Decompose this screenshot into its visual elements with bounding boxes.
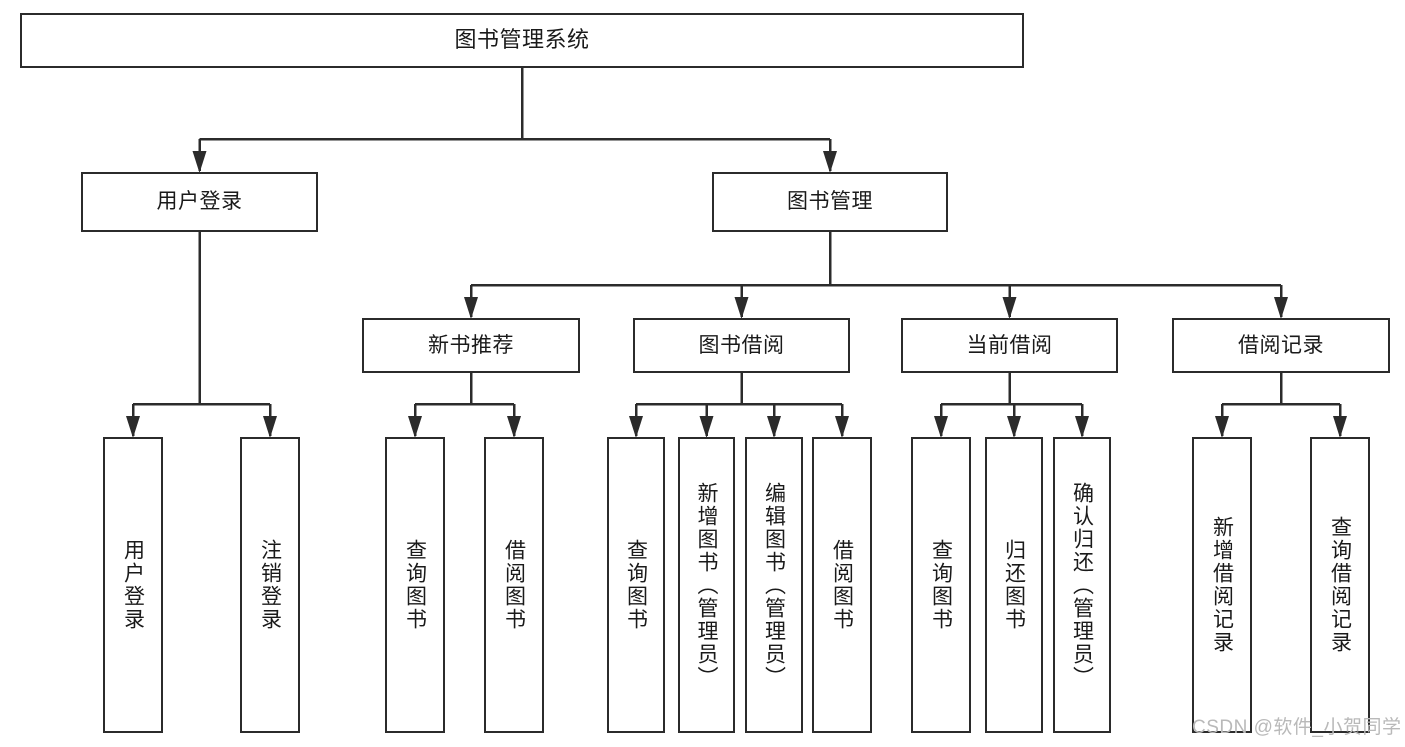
node-leaf-borrow-book-2[interactable]: 借阅图书 xyxy=(812,437,872,733)
node-leaf-add-record[interactable]: 新增借阅记录 xyxy=(1192,437,1252,733)
node-label: 图书管理系统 xyxy=(454,27,590,53)
node-label: 查询图书 xyxy=(403,539,427,631)
node-label: 新书推荐 xyxy=(428,333,514,357)
node-label: 查询图书 xyxy=(624,539,648,631)
node-label: 图书借阅 xyxy=(698,333,785,357)
node-label: 注销登录 xyxy=(258,539,282,631)
node-label: 用户登录 xyxy=(121,539,145,631)
node-label: 借阅图书 xyxy=(830,539,854,631)
node-label: 借阅记录 xyxy=(1238,333,1324,357)
node-book-borrow[interactable]: 图书借阅 xyxy=(633,318,850,373)
node-label: 归还图书 xyxy=(1002,539,1026,631)
node-label: 查询借阅记录 xyxy=(1328,516,1352,654)
node-label: 图书管理 xyxy=(787,190,873,214)
node-user-login[interactable]: 用户登录 xyxy=(81,172,318,232)
node-leaf-user-login[interactable]: 用户登录 xyxy=(103,437,163,733)
node-leaf-confirm-return[interactable]: 确认归还（管理员） xyxy=(1053,437,1111,733)
node-leaf-edit-book[interactable]: 编辑图书（管理员） xyxy=(745,437,803,733)
node-new-book-rec[interactable]: 新书推荐 xyxy=(362,318,580,373)
node-leaf-query-record[interactable]: 查询借阅记录 xyxy=(1310,437,1370,733)
node-leaf-user-logout[interactable]: 注销登录 xyxy=(240,437,300,733)
node-label: 新增借阅记录 xyxy=(1210,516,1234,654)
node-label: 查询图书 xyxy=(929,539,953,631)
node-root[interactable]: 图书管理系统 xyxy=(20,13,1024,68)
node-label: 用户登录 xyxy=(156,190,243,214)
node-label: 编辑图书（管理员） xyxy=(762,481,786,689)
node-label: 借阅图书 xyxy=(502,539,526,631)
node-leaf-borrow-book-1[interactable]: 借阅图书 xyxy=(484,437,544,733)
csdn-watermark: CSDN @软件_小贺同学 xyxy=(1192,717,1402,738)
node-leaf-return-book[interactable]: 归还图书 xyxy=(985,437,1043,733)
node-label: 确认归还（管理员） xyxy=(1070,481,1094,689)
node-leaf-query-book-3[interactable]: 查询图书 xyxy=(911,437,971,733)
node-leaf-add-book[interactable]: 新增图书（管理员） xyxy=(678,437,735,733)
node-label: 新增图书（管理员） xyxy=(695,481,718,689)
node-label: 当前借阅 xyxy=(966,333,1053,357)
node-book-manage[interactable]: 图书管理 xyxy=(712,172,948,232)
node-borrow-record[interactable]: 借阅记录 xyxy=(1172,318,1390,373)
node-current-borrow[interactable]: 当前借阅 xyxy=(901,318,1118,373)
node-leaf-query-book-2[interactable]: 查询图书 xyxy=(607,437,665,733)
node-leaf-query-book-1[interactable]: 查询图书 xyxy=(385,437,445,733)
